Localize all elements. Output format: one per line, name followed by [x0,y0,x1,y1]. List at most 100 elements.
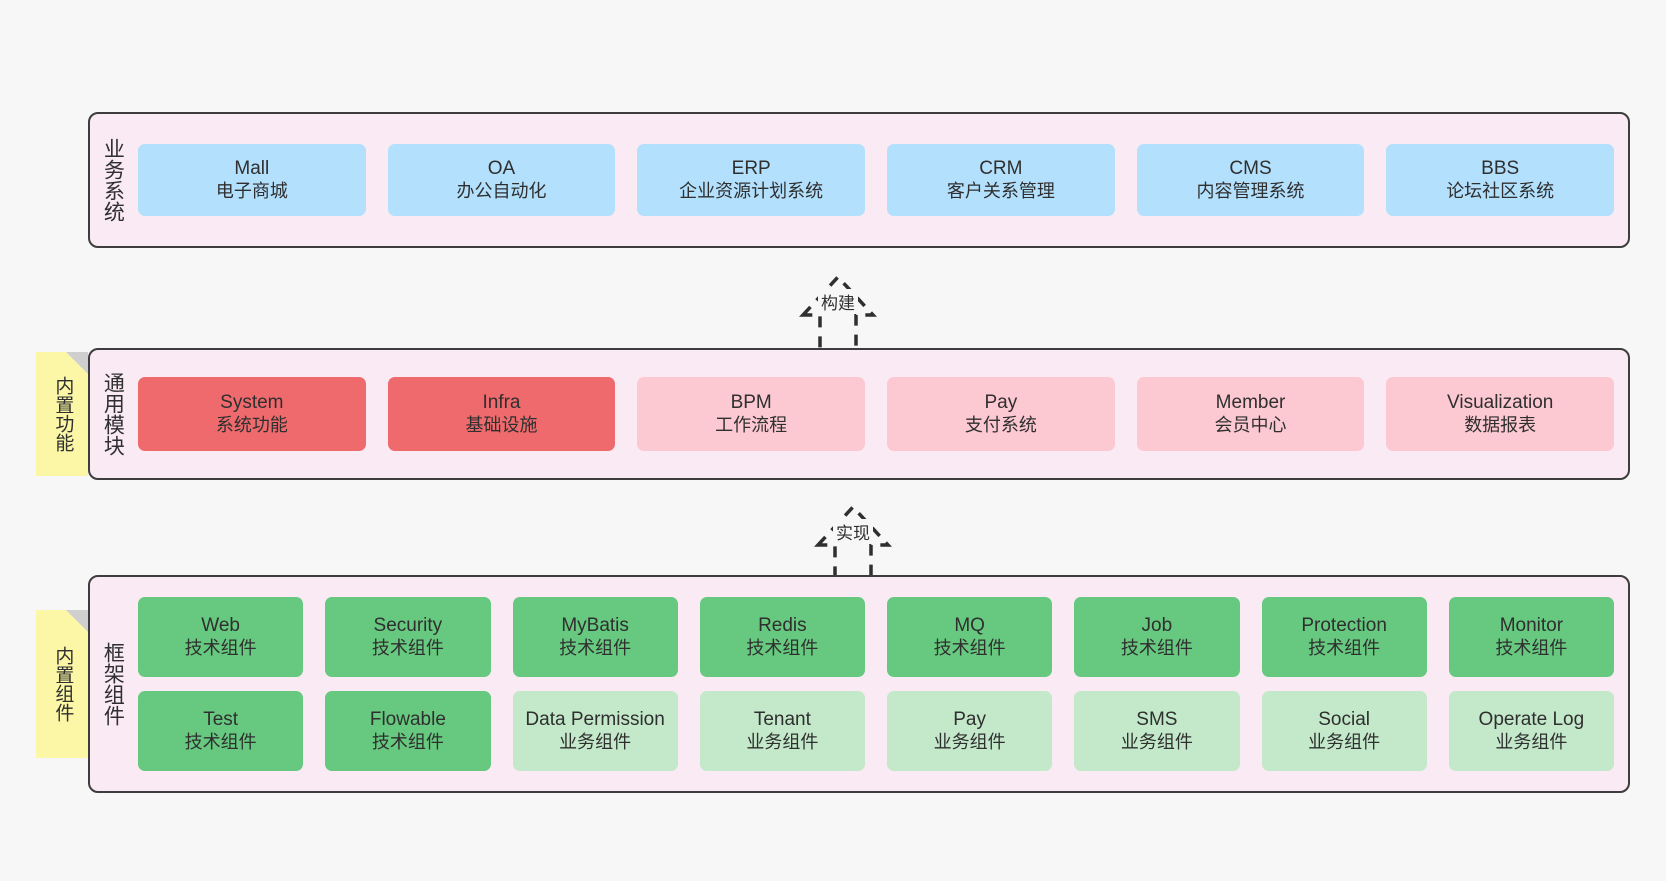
connector-label: 实现 [833,519,873,544]
card-mall[interactable]: Mall 电子商城 [138,144,366,216]
dashed-arrow-up-icon [799,274,877,353]
layer-title-business-systems: 业务系统 [101,138,125,222]
card-title: Tenant [753,709,811,731]
card-redis[interactable]: Redis 技术组件 [699,597,865,677]
card-subtitle: 数据报表 [1464,414,1537,435]
card-system[interactable]: System 系统功能 [138,377,366,451]
card-tenant[interactable]: Tenant 业务组件 [699,691,865,771]
card-title: Member [1215,392,1286,414]
card-subtitle: 技术组件 [1120,637,1193,658]
sticky-note-builtin-components: 内置组件 [36,610,88,758]
card-subtitle: 技术组件 [1495,637,1568,658]
card-title: Flowable [369,709,446,731]
card-subtitle: 技术组件 [371,637,444,658]
card-pay[interactable]: Pay 支付系统 [887,377,1115,451]
card-title: Web [201,615,240,637]
card-subtitle: 技术组件 [746,637,819,658]
card-subtitle: 技术组件 [184,731,257,752]
card-crm[interactable]: CRM 客户关系管理 [887,144,1115,216]
card-mybatis[interactable]: MyBatis 技术组件 [512,597,678,677]
sticky-note-builtin-features: 内置功能 [36,352,88,476]
card-job[interactable]: Job 技术组件 [1074,597,1240,677]
card-cms[interactable]: CMS 内容管理系统 [1136,144,1365,216]
card-row: Mall 电子商城 OA 办公自动化 ERP 企业资源计划系统 CRM 客户关系… [138,144,1615,216]
card-title: ERP [731,158,771,180]
layer-body-common-modules: System 系统功能 Infra 基础设施 BPM 工作流程 Pay 支付系统… [134,350,1628,478]
card-title: Pay [984,392,1018,414]
layer-framework-components: 框架组件 Web 技术组件 Security 技术组件 MyBatis 技术组件… [88,575,1630,793]
card-subtitle: 客户关系管理 [946,180,1055,201]
card-row: System 系统功能 Infra 基础设施 BPM 工作流程 Pay 支付系统… [138,377,1615,451]
card-title: OA [487,158,516,180]
card-title: System [220,392,284,414]
card-visualization[interactable]: Visualization 数据报表 [1386,377,1615,451]
card-subtitle: 业务组件 [933,731,1006,752]
card-subtitle: 业务组件 [1308,731,1381,752]
card-title: Infra [482,392,521,414]
card-row: Test 技术组件 Flowable 技术组件 Data Permission … [138,691,1614,771]
card-title: SMS [1136,709,1178,731]
card-bbs[interactable]: BBS 论坛社区系统 [1386,144,1615,216]
card-subtitle: 会员中心 [1214,414,1287,435]
card-operate-log[interactable]: Operate Log 业务组件 [1448,691,1614,771]
card-title: Pay [953,709,986,731]
card-flowable[interactable]: Flowable 技术组件 [325,691,491,771]
card-title: CMS [1229,158,1272,180]
card-protection[interactable]: Protection 技术组件 [1261,597,1427,677]
card-title: MyBatis [561,615,629,637]
layer-title-framework-components: 框架组件 [101,642,125,726]
card-erp[interactable]: ERP 企业资源计划系统 [637,144,866,216]
card-title: Visualization [1447,392,1554,414]
card-title: Data Permission [525,709,665,731]
card-title: BPM [730,392,772,414]
card-subtitle: 企业资源计划系统 [679,180,824,201]
card-web[interactable]: Web 技术组件 [138,597,304,677]
card-infra[interactable]: Infra 基础设施 [387,377,616,451]
card-title: Security [373,615,443,637]
card-member[interactable]: Member 会员中心 [1136,377,1365,451]
layer-body-business-systems: Mall 电子商城 OA 办公自动化 ERP 企业资源计划系统 CRM 客户关系… [134,114,1628,246]
card-test[interactable]: Test 技术组件 [138,691,304,771]
connector-build: 构建 [748,253,928,353]
card-subtitle: 业务组件 [1495,731,1568,752]
dashed-arrow-up-icon [814,504,892,583]
card-pay-business[interactable]: Pay 业务组件 [887,691,1053,771]
card-subtitle: 业务组件 [1120,731,1193,752]
card-subtitle: 论坛社区系统 [1446,180,1555,201]
card-subtitle: 电子商城 [215,180,288,201]
card-title: Redis [758,615,807,637]
card-subtitle: 业务组件 [559,731,632,752]
card-oa[interactable]: OA 办公自动化 [387,144,616,216]
layer-common-modules: 通用模块 System 系统功能 Infra 基础设施 BPM 工作流程 Pay… [88,348,1630,480]
card-subtitle: 办公自动化 [456,180,547,201]
card-title: Monitor [1499,615,1564,637]
card-social[interactable]: Social 业务组件 [1261,691,1427,771]
card-title: CRM [979,158,1023,180]
card-subtitle: 内容管理系统 [1196,180,1305,201]
card-subtitle: 支付系统 [964,414,1037,435]
layer-body-framework-components: Web 技术组件 Security 技术组件 MyBatis 技术组件 Redi… [134,577,1628,791]
card-subtitle: 技术组件 [559,637,632,658]
card-subtitle: 工作流程 [715,414,788,435]
layer-business-systems: 业务系统 Mall 电子商城 OA 办公自动化 ERP 企业资源计划系统 CRM… [88,112,1630,248]
connector-implement: 实现 [763,483,943,583]
card-security[interactable]: Security 技术组件 [325,597,491,677]
card-subtitle: 技术组件 [184,637,257,658]
card-sms[interactable]: SMS 业务组件 [1074,691,1240,771]
card-subtitle: 技术组件 [371,731,444,752]
card-bpm[interactable]: BPM 工作流程 [637,377,866,451]
layer-title-common-modules: 通用模块 [101,372,125,456]
card-title: Social [1318,709,1370,731]
card-data-permission[interactable]: Data Permission 业务组件 [512,691,678,771]
card-subtitle: 技术组件 [933,637,1006,658]
card-subtitle: 业务组件 [746,731,819,752]
card-title: Job [1141,615,1173,637]
card-title: BBS [1481,158,1520,180]
card-subtitle: 技术组件 [1308,637,1381,658]
card-title: Protection [1301,615,1387,637]
connector-label: 构建 [818,289,858,314]
card-mq[interactable]: MQ 技术组件 [887,597,1053,677]
card-title: Operate Log [1478,709,1585,731]
card-subtitle: 系统功能 [215,414,288,435]
card-monitor[interactable]: Monitor 技术组件 [1448,597,1614,677]
